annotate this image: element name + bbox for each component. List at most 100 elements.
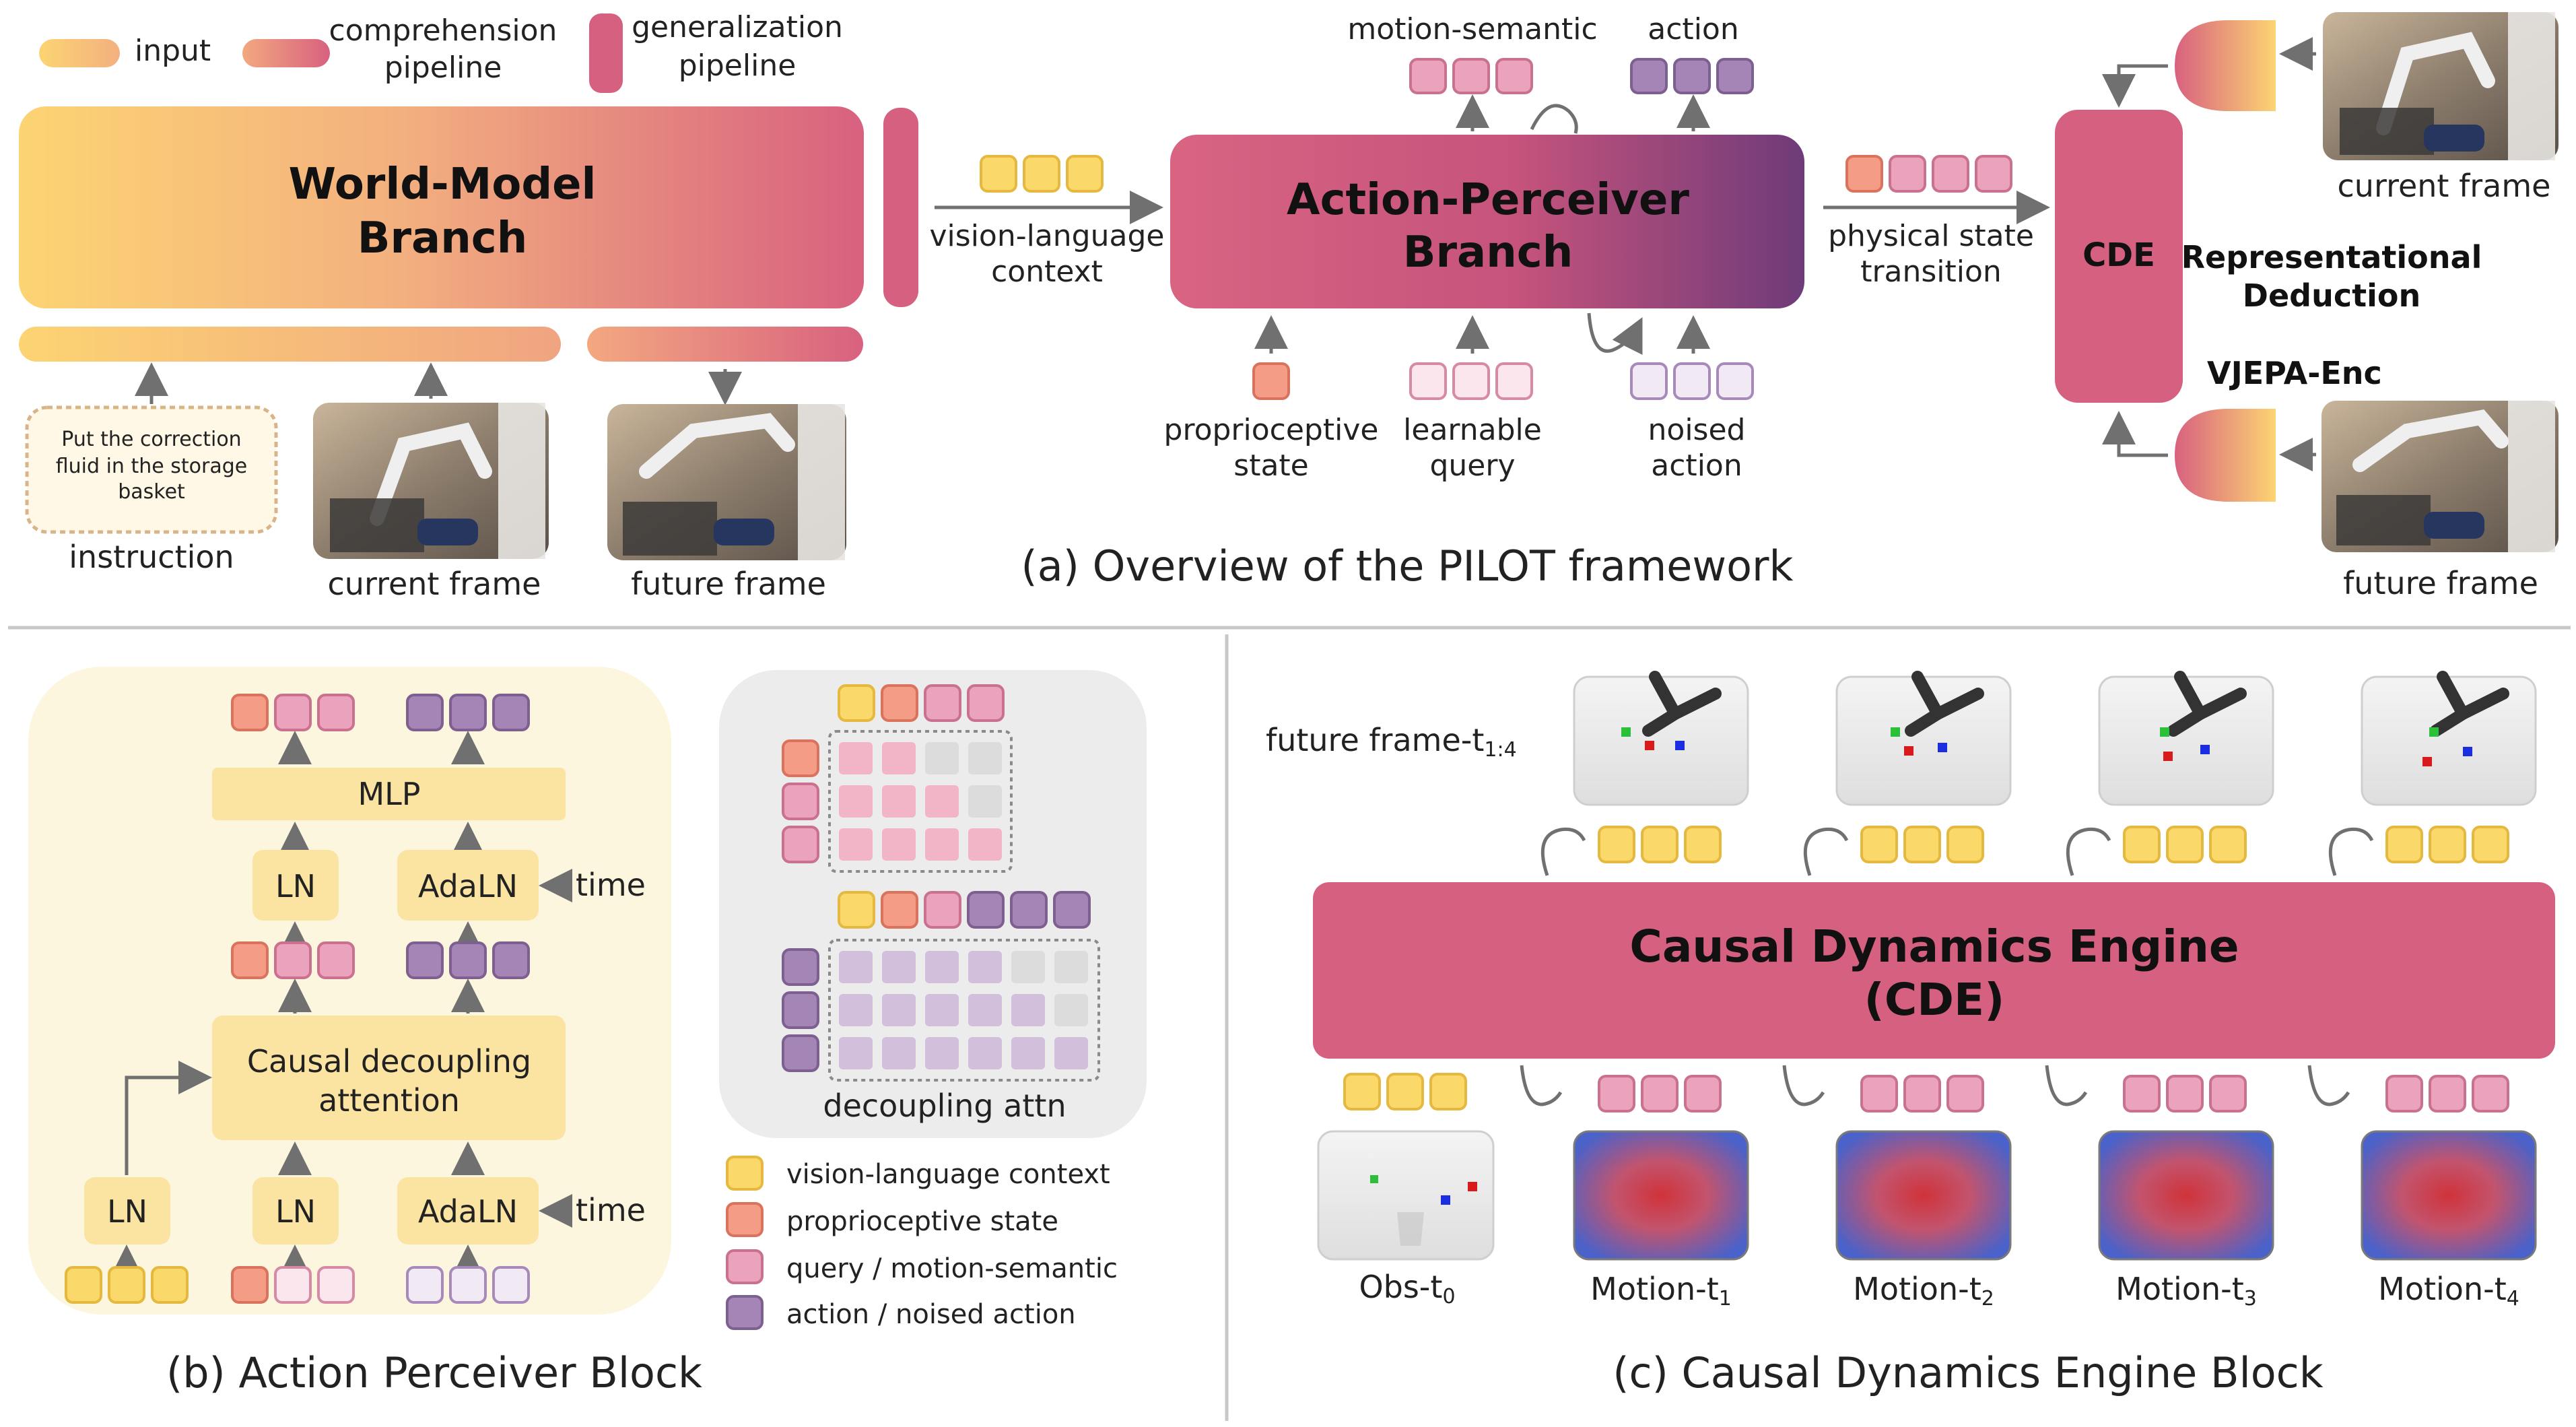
motion-heatmap (1835, 1130, 2012, 1261)
instruction-box (25, 405, 278, 534)
motion-token (1903, 1075, 1941, 1113)
legend-swatch-query (726, 1249, 764, 1284)
blue-cube (1675, 741, 1685, 750)
adaln-box-upper (397, 850, 539, 921)
loop-arrow-motion (2045, 1065, 2088, 1106)
legend-label-proprio: proprioceptive state (786, 1206, 1058, 1237)
motion-label-text: Motion-t (2115, 1271, 2244, 1307)
matrix-bottom-col-token (924, 891, 961, 929)
right-future-frame-label: future frame (2343, 565, 2538, 601)
motion-token (1946, 1075, 1984, 1113)
loop-arrow-motion (1782, 1065, 1825, 1106)
loop-arrow-top (1530, 104, 1578, 134)
motion-1: Motion-t1 (1520, 1065, 1749, 1310)
green-cube (2160, 727, 2169, 737)
decoupling-attn-label: decoupling attn (823, 1088, 1066, 1124)
legend-comprehension-label-2: pipeline (384, 51, 502, 85)
blue-cube (2463, 747, 2472, 756)
motion-token (2123, 1075, 2161, 1113)
motion-3: Motion-t3 (2045, 1065, 2274, 1310)
motion-label-text: Motion-t (1590, 1271, 1719, 1307)
proprio-label-2: state (1233, 449, 1308, 483)
matrix-bottom-cell (839, 1037, 873, 1069)
vl-context-tokens (980, 155, 1104, 193)
loop-arrow-bottom (1587, 312, 1643, 355)
matrix-top-cell (925, 742, 959, 774)
matrix-bottom-col-token (838, 891, 875, 929)
legend-swatch-action (726, 1295, 764, 1330)
matrix-bottom-row-token (782, 991, 819, 1029)
robot-arm (2430, 671, 2509, 737)
motion-token (1641, 1075, 1679, 1113)
motion-label-sub: 4 (2507, 1287, 2519, 1310)
green-cube (2429, 727, 2439, 737)
action-perceiver-title-1: Action-Perceiver (1287, 175, 1689, 225)
motion-label: Motion-t2 (1853, 1271, 1994, 1310)
motion-token (1598, 1075, 1635, 1113)
time-label-lower: time (576, 1192, 646, 1228)
future-frame-2 (1803, 671, 2012, 876)
block-output-tokens-right (406, 694, 530, 731)
legend-generalization-swatch (589, 13, 623, 93)
motion-token (1860, 1075, 1898, 1113)
world-model-title-2: Branch (358, 213, 528, 263)
physical-state-label-2: transition (1860, 255, 2002, 289)
legend-generalization-label-1: generalization (632, 10, 843, 44)
caption-c: (c) Causal Dynamics Engine Block (1613, 1348, 2323, 1397)
matrix-top-col-token (881, 684, 918, 722)
motion-token (2166, 1075, 2204, 1113)
red-cube (2163, 752, 2173, 761)
input-tokens-action (406, 1266, 530, 1304)
matrix-bottom-cell (1054, 951, 1088, 983)
matrix-top-frame (828, 730, 1013, 873)
future-frame-t-label: future frame-t1:4 (1266, 722, 1517, 762)
matrix-top-cell (925, 828, 959, 861)
noised-action-tokens (1630, 362, 1754, 400)
matrix-bottom-cell (882, 1037, 916, 1069)
robot-arm (1642, 671, 1722, 737)
future-frame-tokens (2385, 826, 2509, 863)
future-token (2209, 826, 2247, 863)
motion-label-text: Motion-t (1853, 1271, 1981, 1307)
adaln-label-lower: AdaLN (418, 1193, 518, 1230)
matrix-top-row-token (782, 739, 819, 777)
loop-arrow-motion (2307, 1065, 2350, 1106)
generalization-pillar (883, 108, 918, 307)
learnable-query-tokens (1409, 362, 1533, 400)
matrix-bottom-col-token (1053, 891, 1091, 929)
motion-token (2385, 1075, 2423, 1113)
matrix-top-row-token (782, 783, 819, 820)
attn-matrix-bottom (782, 891, 1100, 1082)
right-current-frame-label: current frame (2338, 168, 2551, 204)
motion-heatmap (2361, 1130, 2537, 1261)
motion-2: Motion-t2 (1782, 1065, 2012, 1310)
mlp-box (212, 768, 566, 820)
matrix-bottom-cell (968, 994, 1002, 1026)
loop-arrow-future (1803, 827, 1849, 876)
block-output-tokens-left (231, 694, 355, 731)
motion-tokens (2123, 1075, 2247, 1113)
action-perceiver-branch (1170, 135, 1804, 308)
matrix-bottom-col-token (967, 891, 1005, 929)
robot-arm (1905, 671, 1984, 737)
matrix-top-cell (882, 785, 916, 818)
obs-tokens (1343, 1073, 1467, 1110)
physical-state-tokens (1845, 155, 2012, 193)
matrix-bottom-cell (1054, 1037, 1088, 1069)
future-token (2385, 826, 2423, 863)
input-tokens-query (231, 1266, 355, 1304)
instruction-text-2: fluid in the storage (56, 455, 247, 478)
motion-label-text: Motion-t (2378, 1271, 2507, 1307)
future-token (2429, 826, 2466, 863)
matrix-top-row-token (782, 826, 819, 863)
matrix-bottom-cell (925, 994, 959, 1026)
matrix-bottom-cell (839, 994, 873, 1026)
current-frame-label: current frame (328, 566, 541, 602)
right-future-frame-photo (2321, 401, 2558, 552)
legend-label-vl: vision-language context (786, 1159, 1110, 1190)
time-label-upper: time (576, 867, 646, 903)
matrix-bottom-col-token (1010, 891, 1048, 929)
physical-state-label-1: physical state (1828, 219, 2034, 253)
matrix-top-cell (839, 785, 873, 818)
